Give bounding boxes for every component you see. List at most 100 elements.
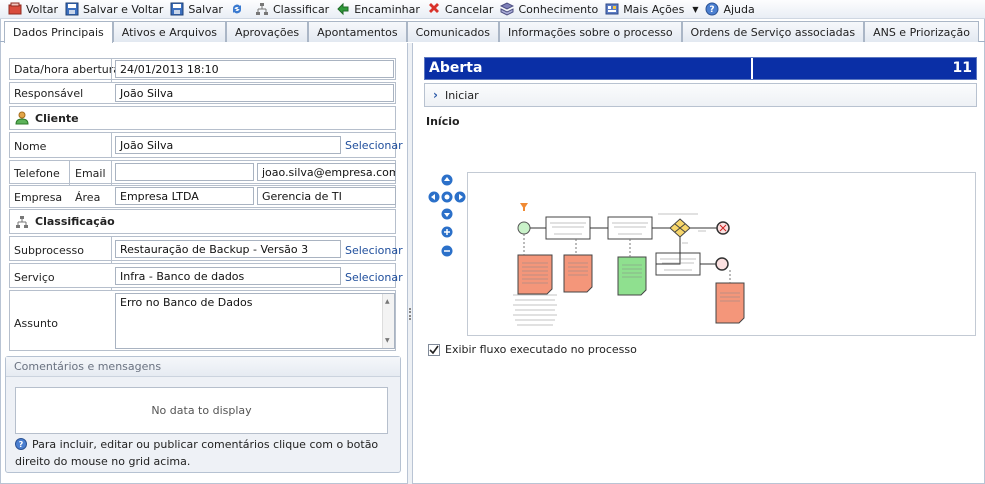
telefone-label: Telefone: [14, 167, 60, 180]
exibir-fluxo-row[interactable]: Exibir fluxo executado no processo: [428, 343, 637, 356]
pan-center-icon[interactable]: [441, 191, 453, 203]
chevron-right-icon: ›: [433, 88, 438, 102]
tab-apontamentos[interactable]: Apontamentos: [308, 21, 407, 42]
chevron-down-icon[interactable]: ▼: [692, 4, 699, 14]
nome-selecionar-link[interactable]: Selecionar: [345, 139, 403, 152]
servico-selecionar-link[interactable]: Selecionar: [345, 271, 403, 284]
mais-acoes-button[interactable]: Mais Ações ▼: [603, 1, 703, 18]
process-status: Aberta: [425, 58, 753, 79]
nome-label: Nome: [14, 140, 47, 153]
servico-label: Serviço: [14, 271, 55, 284]
telefone-field[interactable]: [115, 163, 254, 181]
exibir-fluxo-checkbox[interactable]: [428, 343, 440, 356]
tab-dados-principais[interactable]: Dados Principais: [4, 21, 113, 43]
classificacao-section-header: Classificação: [9, 209, 396, 234]
subprocesso-field[interactable]: Restauração de Backup - Versão 3: [115, 240, 341, 258]
servico-field[interactable]: Infra - Banco de dados: [115, 267, 341, 285]
conhecimento-label: Conhecimento: [518, 2, 599, 16]
back-icon: [8, 2, 22, 16]
encaminhar-label: Encaminhar: [354, 2, 420, 16]
comments-empty-text: No data to display: [151, 404, 252, 417]
cancel-icon: [427, 2, 441, 16]
start-event[interactable]: [517, 221, 531, 235]
tab-ativos-arquivos[interactable]: Ativos e Arquivos: [112, 21, 227, 42]
document-orange[interactable]: [563, 254, 593, 293]
task-identify[interactable]: [545, 216, 591, 240]
comments-grid[interactable]: No data to display: [15, 387, 388, 434]
splitter-grip: [409, 308, 411, 320]
assunto-scrollbar[interactable]: ▲ ▼: [382, 294, 394, 348]
conhecimento-button[interactable]: Conhecimento: [498, 1, 603, 18]
salvar-button[interactable]: Salvar: [168, 1, 228, 18]
info-icon: ?: [15, 438, 27, 454]
data-hora-label: Data/hora abertura: [14, 63, 120, 76]
toolbar: Voltar Salvar e Voltar Salvar Classifica…: [0, 0, 985, 19]
row-servico: Serviço Infra - Banco de dados Seleciona…: [9, 263, 403, 288]
book-icon: [500, 2, 515, 16]
tab-informacoes-processo[interactable]: Informações sobre o processo: [498, 21, 682, 42]
comments-panel: Comentários e mensagens No data to displ…: [5, 356, 401, 473]
hierarchy-icon: [255, 2, 269, 16]
ajuda-label: Ajuda: [723, 2, 755, 16]
actions-icon: [605, 2, 619, 16]
tab-aprovacoes[interactable]: Aprovações: [226, 21, 309, 42]
diagram-nav-controls: [427, 172, 467, 262]
area-field[interactable]: Gerencia de TI: [257, 187, 396, 205]
nome-field[interactable]: João Silva: [115, 136, 341, 154]
refresh-button[interactable]: [228, 1, 253, 18]
tab-comunicados[interactable]: Comunicados: [406, 21, 499, 42]
process-action-bar[interactable]: › Iniciar: [424, 83, 977, 107]
salvar-e-voltar-label: Salvar e Voltar: [83, 2, 164, 16]
end-event[interactable]: [715, 257, 729, 271]
tab-ordens-servico[interactable]: Ordens de Serviço associadas: [681, 21, 865, 42]
zoom-out-icon[interactable]: [441, 245, 453, 257]
pan-right-icon[interactable]: [454, 191, 466, 203]
pan-left-icon[interactable]: [428, 191, 440, 203]
start-pointer-icon: [520, 203, 528, 211]
responsavel-label: Responsável: [14, 87, 84, 100]
comments-hint-text: Para incluir, editar ou publicar comentá…: [15, 438, 379, 468]
subprocesso-selecionar-link[interactable]: Selecionar: [345, 244, 403, 257]
pane-splitter[interactable]: [407, 43, 413, 484]
responsavel-field[interactable]: João Silva: [115, 84, 394, 102]
iniciar-action[interactable]: Iniciar: [444, 88, 479, 102]
divider: [111, 160, 112, 208]
salvar-label: Salvar: [188, 2, 223, 16]
task-select[interactable]: [607, 216, 653, 240]
data-hora-field[interactable]: 24/01/2013 18:10: [115, 60, 394, 78]
pan-up-icon[interactable]: [441, 174, 453, 186]
user-icon: [15, 111, 29, 125]
refresh-icon: [230, 2, 244, 16]
process-heading: Início: [426, 115, 460, 128]
row-subprocesso: Subprocesso Restauração de Backup - Vers…: [9, 236, 403, 261]
zoom-in-icon[interactable]: [441, 226, 453, 238]
svg-text:?: ?: [710, 5, 715, 15]
salvar-e-voltar-button[interactable]: Salvar e Voltar: [63, 1, 168, 18]
email-field[interactable]: joao.silva@empresa.com.br: [257, 163, 396, 181]
voltar-button[interactable]: Voltar: [6, 1, 63, 18]
row-empresa-area: Empresa Área Empresa LTDA Gerencia de TI: [9, 185, 396, 208]
empresa-field[interactable]: Empresa LTDA: [115, 187, 254, 205]
assunto-textarea[interactable]: Erro no Banco de Dados ▲ ▼: [115, 293, 395, 349]
divider: [111, 58, 112, 104]
mais-acoes-label: Mais Ações: [623, 2, 685, 16]
pan-down-icon[interactable]: [441, 208, 453, 220]
row-telefone-email: Telefone Email joao.silva@empresa.com.br: [9, 160, 396, 184]
process-diagram[interactable]: [467, 172, 976, 336]
document-orange[interactable]: [715, 282, 745, 324]
classificar-button[interactable]: Classificar: [253, 1, 334, 18]
svg-text:?: ?: [19, 440, 24, 449]
divider: [111, 132, 112, 158]
classificar-label: Classificar: [272, 2, 330, 16]
exibir-fluxo-label: Exibir fluxo executado no processo: [445, 343, 637, 356]
assunto-text: Erro no Banco de Dados: [120, 296, 253, 309]
document-green[interactable]: [617, 256, 647, 296]
process-status-bar: Aberta 11: [424, 57, 977, 80]
classificacao-section-title: Classificação: [35, 215, 115, 228]
encaminhar-button[interactable]: Encaminhar: [334, 1, 425, 18]
document-orange[interactable]: [517, 254, 553, 295]
process-number: 11: [952, 60, 972, 76]
cancelar-button[interactable]: Cancelar: [425, 1, 499, 18]
ajuda-button[interactable]: ? Ajuda: [703, 1, 759, 18]
tab-ans-priorizacao[interactable]: ANS e Priorização: [864, 21, 979, 42]
